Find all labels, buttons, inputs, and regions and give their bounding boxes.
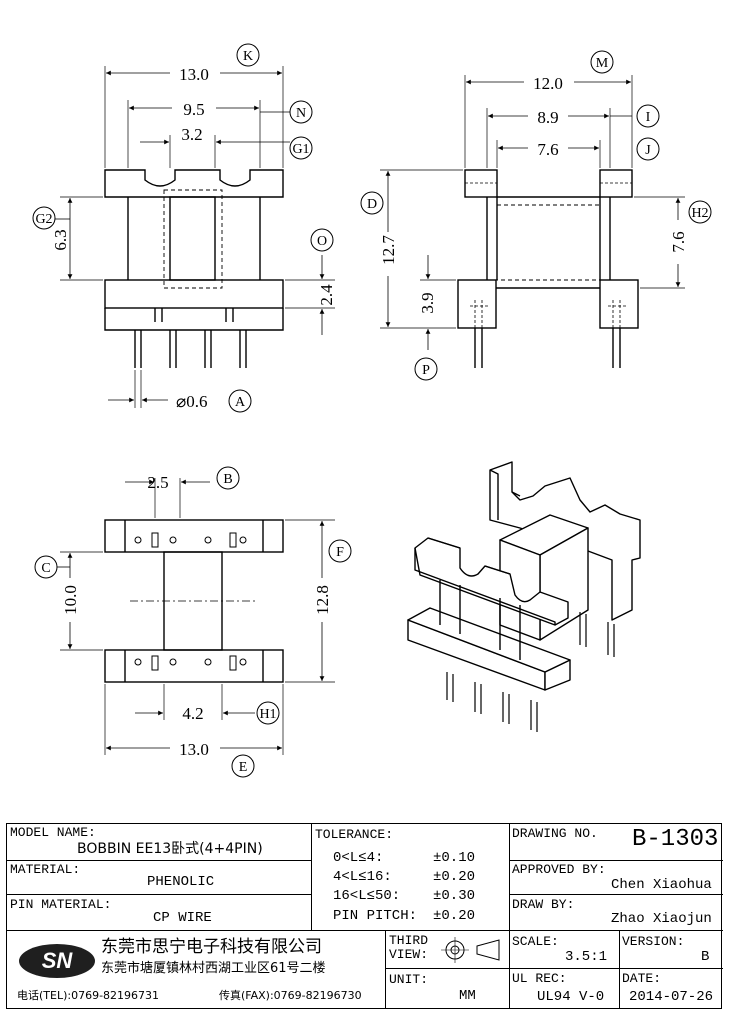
draw-by: Zhao Xiaojun xyxy=(611,911,712,927)
bottom-view-labels: 2.5 10.0 12.8 4.2 13.0 B C F H1 E xyxy=(34,466,352,778)
dim-side-core-height: 7.6 xyxy=(669,231,688,252)
tolerance-range-4: PIN PITCH: xyxy=(333,908,418,924)
material: PHENOLIC xyxy=(147,874,215,890)
company-address: 东莞市塘厦镇林村西湖工业区61号二楼 xyxy=(101,961,326,976)
approved-by: Chen Xiaohua xyxy=(611,877,712,893)
tag-f: F xyxy=(336,545,344,560)
front-view xyxy=(55,66,335,408)
tolerance-range-2: 4<L≤16: xyxy=(333,869,392,885)
unit: MM xyxy=(459,988,476,1004)
company-tel: 电话(TEL):0769-82196731 xyxy=(17,989,160,1002)
tag-g2: G2 xyxy=(35,212,52,227)
tag-o: O xyxy=(317,234,327,249)
tag-p: P xyxy=(422,363,430,378)
dim-side-height: 12.7 xyxy=(379,235,398,265)
drawing-no-label: DRAWING NO. xyxy=(512,826,598,841)
tag-k: K xyxy=(243,49,253,64)
scale-label: SCALE: xyxy=(512,934,559,949)
material-label: MATERIAL: xyxy=(10,862,81,877)
dim-side-base: 3.9 xyxy=(418,292,437,313)
dim-front-height: 6.3 xyxy=(51,229,70,250)
tag-g1: G1 xyxy=(292,142,309,157)
dim-side-core-width: 7.6 xyxy=(537,140,558,159)
tolerance-value-3: ±0.30 xyxy=(433,888,476,904)
company-fax: 传真(FAX):0769-82196730 xyxy=(219,989,362,1002)
dim-bottom-inner-length: 10.0 xyxy=(61,585,80,615)
draw-by-label: DRAW BY: xyxy=(512,897,575,912)
pin-material-label: PIN MATERIAL: xyxy=(10,897,112,912)
side-view xyxy=(380,75,685,368)
tag-i: I xyxy=(646,110,651,125)
tolerance-value-2: ±0.20 xyxy=(433,869,476,885)
dim-front-overall-width: 13.0 xyxy=(179,65,209,84)
company-name: 东莞市思宁电子科技有限公司 xyxy=(101,937,322,957)
tag-h1: H1 xyxy=(259,707,276,722)
technical-drawing: 13.0 9.5 3.2 6.3 2.4 ⌀0.6 K N G1 G2 O A xyxy=(32,43,712,778)
front-view-labels: 13.0 9.5 3.2 6.3 2.4 ⌀0.6 K N G1 G2 O A xyxy=(32,43,336,413)
ul-rec: UL94 V-0 xyxy=(537,989,605,1005)
third-view-label: THIRD VIEW: xyxy=(389,933,429,962)
tag-a: A xyxy=(235,395,246,410)
pin-material: CP WIRE xyxy=(153,910,212,926)
dim-front-base: 2.4 xyxy=(317,284,336,306)
dim-bottom-overall-width: 13.0 xyxy=(179,740,209,759)
third-angle-projection-icon xyxy=(441,937,500,963)
tolerance-range-3: 16<L≤50: xyxy=(333,888,401,904)
title-block: MODEL NAME: BOBBIN EE13卧式(4+4PIN) MATERI… xyxy=(6,823,723,1009)
version-label: VERSION: xyxy=(622,934,685,949)
approved-by-label: APPROVED BY: xyxy=(512,862,606,877)
tag-e: E xyxy=(239,760,248,775)
dim-bottom-pin-pitch: 2.5 xyxy=(147,473,168,492)
version: B xyxy=(701,949,710,965)
dim-bottom-overall-length: 12.8 xyxy=(313,585,332,615)
tag-h2: H2 xyxy=(691,206,708,221)
isometric-view xyxy=(407,461,641,732)
drawing-no: B-1303 xyxy=(632,826,719,853)
tag-m: M xyxy=(596,56,609,71)
dim-front-core-width: 3.2 xyxy=(181,125,202,144)
model-name: BOBBIN EE13卧式(4+4PIN) xyxy=(77,841,263,857)
dim-front-pin-dia: ⌀0.6 xyxy=(176,392,208,411)
tag-b: B xyxy=(223,472,232,487)
side-view-labels: 12.0 8.9 7.6 12.7 3.9 7.6 M I J D H2 P xyxy=(360,50,712,381)
unit-label: UNIT: xyxy=(389,972,429,987)
tag-n: N xyxy=(296,106,306,121)
dim-side-overall-width: 12.0 xyxy=(533,74,563,93)
dim-front-inner-width: 9.5 xyxy=(183,100,204,119)
dim-side-inner-width: 8.9 xyxy=(537,108,558,127)
tolerance-label: TOLERANCE: xyxy=(315,827,394,842)
model-name-label: MODEL NAME: xyxy=(10,825,96,840)
tolerance-value-1: ±0.10 xyxy=(433,850,476,866)
tolerance-range-1: 0<L≤4: xyxy=(333,850,384,866)
company-logo: SN xyxy=(19,944,95,978)
date-label: DATE: xyxy=(622,971,662,986)
tag-d: D xyxy=(367,197,377,212)
tag-j: J xyxy=(645,143,651,158)
tag-c: C xyxy=(41,561,50,576)
ul-rec-label: UL REC: xyxy=(512,971,567,986)
scale: 3.5:1 xyxy=(565,949,608,965)
bottom-view xyxy=(55,478,335,755)
date: 2014-07-26 xyxy=(629,989,714,1005)
dim-bottom-core-width: 4.2 xyxy=(182,704,203,723)
tolerance-value-4: ±0.20 xyxy=(433,908,476,924)
